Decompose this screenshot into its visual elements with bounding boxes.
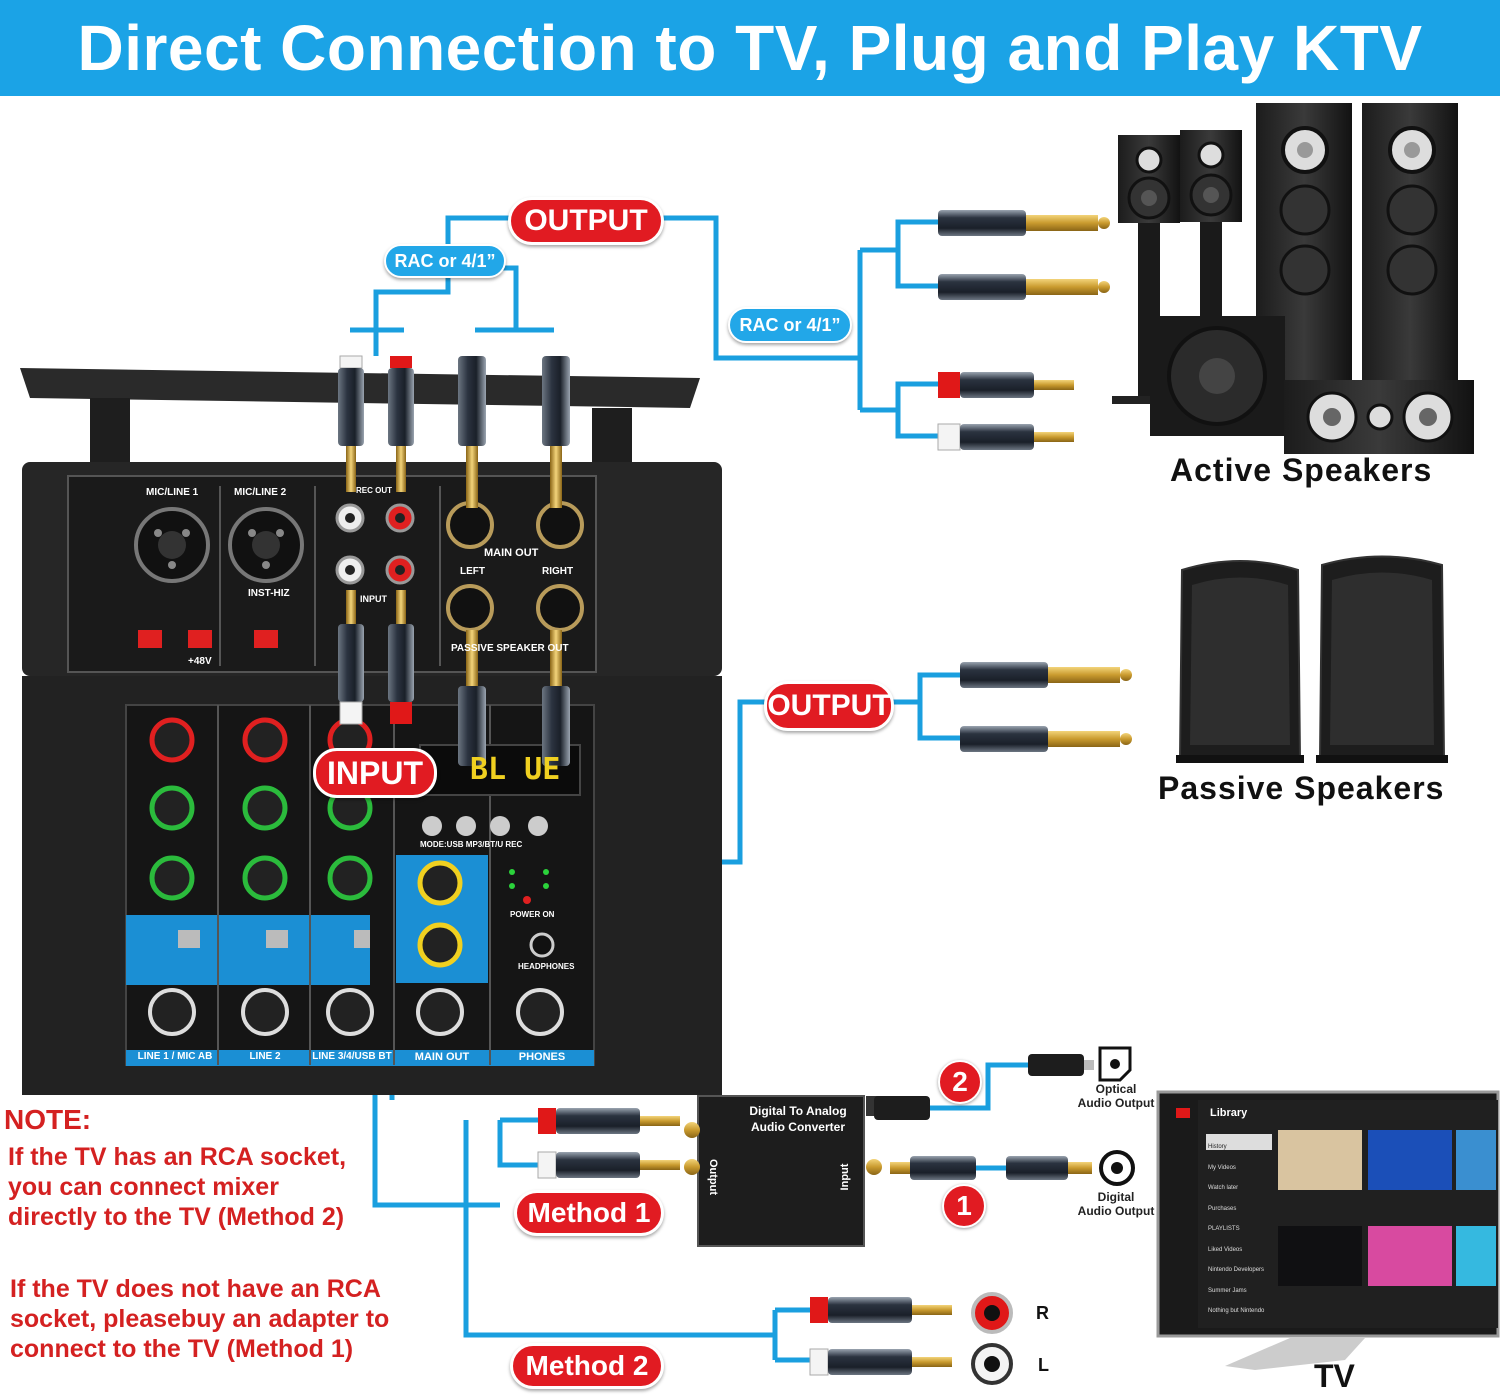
strip-label-3: LINE 3/4/USB BT [312,1051,392,1062]
passive-speaker-plugs [960,662,1132,752]
mixer-passive-out-label: PASSIVE SPEAKER OUT [451,643,569,654]
mixer-mode-label: MODE:USB MP3/BT/U REC [420,840,523,849]
converter-title-line2: Audio Converter [750,1120,845,1134]
mixer-plugs-top [338,355,570,508]
mixer-main-out-label: MAIN OUT [484,547,539,559]
mixer-ch2-label: MIC/LINE 2 [234,487,287,498]
converter-box [684,1095,882,1247]
tv-menu-item: Purchases [1208,1205,1237,1212]
passive-speakers-image [1176,555,1448,763]
optical-output-label: Optical Audio Output [1077,1082,1155,1110]
connection-diagram [20,103,1500,1385]
passive-speakers-label: Passive Speakers [1158,770,1445,806]
mixer-input-label: INPUT [360,594,387,604]
tv-library-title: Library [1210,1107,1248,1119]
input-label: INPUT [313,748,437,798]
step-2-badge: 2 [938,1060,982,1104]
xlr-jack-2 [228,507,304,583]
converter-title-line1: Digital To Analog [749,1104,847,1118]
rac-left-label: RAC or 4/1” [384,244,506,278]
strip-label-4: MAIN OUT [414,1051,470,1063]
mixer-headphones-label: HEADPHONES [518,962,575,971]
mixer-plugs-input [338,590,570,766]
tv-image [1156,1090,1500,1370]
left-channel-label: L [1038,1355,1049,1375]
banner-title: Direct Connection to TV, Plug and Play K… [0,0,1500,96]
mixer-right-label: RIGHT [542,566,574,577]
output-top-label: OUTPUT [508,197,664,245]
note-paragraph-2: If the TV does not have an RCA socket, p… [10,1275,390,1363]
optical-cable [874,1046,1132,1120]
converter-input-side: Input [839,1163,851,1191]
tv-menu-item: Nothing but Nintendo [1208,1308,1265,1314]
tv-menu-item: My Videos [1208,1164,1236,1171]
tv-menu-item: History [1208,1144,1227,1150]
mixer-power-on-label: POWER ON [510,910,555,919]
digital-output-label: Digital Audio Output [1077,1190,1155,1218]
mixer-48v-label: +48V [188,656,212,667]
method2-label: Method 2 [510,1343,664,1389]
tv-label: TV [1314,1358,1355,1394]
method1-label: Method 1 [514,1190,664,1236]
mixer-ch1-label: MIC/LINE 1 [146,487,199,498]
tv-menu-item: PLAYLISTS [1208,1226,1240,1232]
note-heading: NOTE: [4,1104,92,1135]
strip-label-5: PHONES [518,1051,566,1063]
note-paragraph-1: If the TV has an RCA socket, you can con… [8,1143,347,1231]
step-1-badge: 1 [942,1184,986,1228]
strip-label-2: LINE 2 [249,1051,281,1062]
right-channel-label: R [1036,1303,1049,1323]
mixer-display: BL UE [470,752,561,787]
strip-label-1: LINE 1 / MIC AB [137,1051,213,1062]
tv-menu-item: Liked Videos [1208,1246,1243,1253]
mixer [20,368,722,1095]
tv-menu: History My Videos Watch later Purchases … [1208,1137,1274,1322]
mixer-inst-hiz-label: INST-HIZ [248,588,290,599]
tv-menu-item: Summer Jams [1208,1287,1247,1294]
active-speakers-label: Active Speakers [1170,452,1433,488]
active-speakers-image [1112,103,1474,454]
tv-menu-item: Watch later [1208,1185,1239,1191]
converter-output-side: Output [707,1158,719,1196]
active-speaker-plugs [937,210,1110,451]
mixer-rec-out-label: REC OUT [356,486,392,495]
output-mid-label: OUTPUT [764,681,894,731]
method1-plugs [537,1108,680,1179]
rac-right-label: RAC or 4/1” [728,307,852,343]
tv-menu-item: Nintendo Developers [1208,1267,1265,1273]
mixer-left-label: LEFT [460,566,485,577]
xlr-jack-1 [134,507,210,583]
method2-plugs [809,1292,1013,1385]
coaxial-cable [890,1150,1135,1186]
